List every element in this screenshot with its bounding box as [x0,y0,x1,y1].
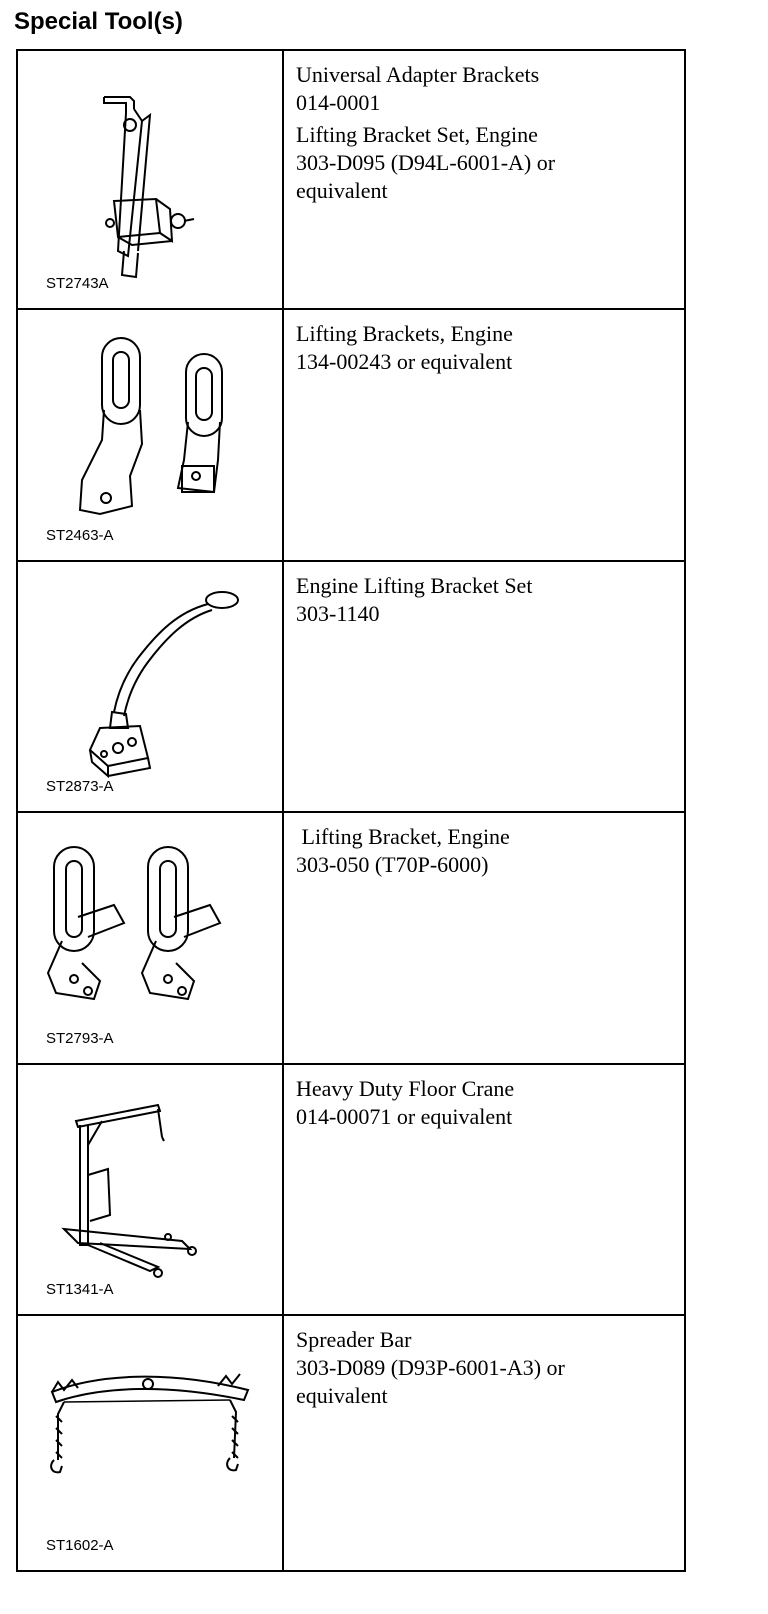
tool-name: Lifting Bracket Set, Engine [296,122,538,147]
tool-image-cell: ST2463-A [16,308,284,562]
tool-entry: Engine Lifting Bracket Set 303-1140 [296,572,672,628]
tool-image-cell: ST1341-A [16,1063,284,1316]
tool-number-note: equivalent [296,178,388,203]
table-row: ST2873-A Engine Lifting Bracket Set 303-… [16,560,686,813]
page-title: Special Tool(s) [14,8,183,35]
tool-number: 134-00243 or equivalent [296,349,513,374]
image-code: ST2873-A [46,778,114,795]
tool-name: Spreader Bar [296,1327,412,1352]
tool-name: Lifting Brackets, Engine [296,321,513,346]
image-code: ST1602-A [46,1537,114,1554]
tool-entry: Universal Adapter Brackets 014-0001 [296,61,672,117]
tool-image-cell: ST2743A [16,49,284,310]
tool-entry: Heavy Duty Floor Crane 014-00071 or equi… [296,1075,672,1131]
tool-number: 303-050 (T70P-6000) [296,852,489,877]
tool-number: 303-D095 (D94L-6001-A) or [296,150,556,175]
lifting-bracket-engine-illustration [46,846,222,1001]
tool-description-cell: Lifting Brackets, Engine 134-00243 or eq… [282,308,686,562]
tool-name: Lifting Bracket, Engine [296,824,510,849]
tool-image-cell: ST2873-A [16,560,284,813]
tool-entry: Lifting Brackets, Engine 134-00243 or eq… [296,320,672,376]
tool-name: Engine Lifting Bracket Set [296,573,533,598]
table-row: ST2743A Universal Adapter Brackets 014-0… [16,49,686,310]
tool-description-cell: Universal Adapter Brackets 014-0001 Lift… [282,49,686,310]
tool-description-cell: Engine Lifting Bracket Set 303-1140 [282,560,686,813]
tool-name: Universal Adapter Brackets [296,62,540,87]
table-row: ST1341-A Heavy Duty Floor Crane 014-0007… [16,1063,686,1316]
table-row: ST1602-A Spreader Bar 303-D089 (D93P-600… [16,1314,686,1572]
tool-entry: Lifting Bracket Set, Engine 303-D095 (D9… [296,121,672,205]
table-row: ST2463-A Lifting Brackets, Engine 134-00… [16,308,686,562]
spreader-bar-illustration [50,1373,250,1474]
tool-description-cell: Heavy Duty Floor Crane 014-00071 or equi… [282,1063,686,1316]
tool-description-cell: Lifting Bracket, Engine 303-050 (T70P-60… [282,811,686,1065]
tool-number-note: equivalent [296,1383,388,1408]
tool-number: 303-1140 [296,601,380,626]
tool-entry: Spreader Bar 303-D089 (D93P-6001-A3) or … [296,1326,672,1410]
universal-adapter-bracket-illustration [103,96,195,279]
tool-image-cell: ST2793-A [16,811,284,1065]
tool-number: 014-00071 or equivalent [296,1104,513,1129]
tool-image-cell: ST1602-A [16,1314,284,1572]
tool-number: 303-D089 (D93P-6001-A3) or [296,1355,565,1380]
image-code: ST2793-A [46,1030,114,1047]
special-tools-table: ST2743A Universal Adapter Brackets 014-0… [16,49,686,1572]
floor-crane-illustration [61,1103,197,1278]
engine-lifting-bracket-set-illustration [88,591,239,779]
engine-lifting-brackets-illustration [78,337,223,516]
image-code: ST2463-A [46,527,114,544]
tool-number: 014-0001 [296,90,381,115]
table-row: ST2793-A Lifting Bracket, Engine 303-050… [16,811,686,1065]
tool-name: Heavy Duty Floor Crane [296,1076,515,1101]
image-code: ST2743A [46,275,109,292]
tool-entry: Lifting Bracket, Engine 303-050 (T70P-60… [296,823,672,879]
tool-description-cell: Spreader Bar 303-D089 (D93P-6001-A3) or … [282,1314,686,1572]
image-code: ST1341-A [46,1281,114,1298]
